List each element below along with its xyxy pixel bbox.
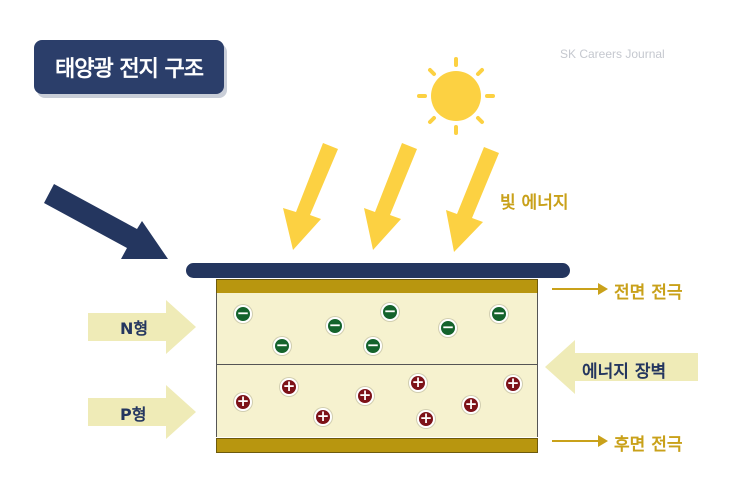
light-arrow-2 (364, 143, 417, 250)
electron-icon: − (364, 337, 382, 355)
hole-icon: + (280, 378, 298, 396)
back-electrode-layer (216, 438, 538, 453)
electron-icon: − (273, 337, 291, 355)
light-arrow-3 (446, 147, 499, 252)
light-energy-label: 빛 에너지 (500, 193, 569, 213)
anti-reflection-arrow (44, 184, 168, 259)
back-electrode-pointer (552, 440, 598, 442)
hole-icon: + (417, 410, 435, 428)
energy-barrier-label: 에너지 장벽 (582, 362, 667, 382)
p-type-layer (216, 365, 538, 437)
hole-icon: + (462, 396, 480, 414)
p-type-arrow (88, 385, 196, 439)
sun-icon (417, 57, 495, 135)
electron-icon: − (326, 317, 344, 335)
n-type-label: N형 (120, 319, 149, 338)
front-electrode-pointer (552, 288, 598, 290)
back-electrode-label: 후면 전극 (614, 435, 683, 455)
watermark: SK Careers Journal (560, 47, 665, 61)
electron-icon: − (490, 305, 508, 323)
diagram-title: 태양광 전지 구조 (34, 40, 224, 94)
p-type-label: P형 (120, 405, 147, 424)
hole-icon: + (356, 387, 374, 405)
hole-icon: + (409, 374, 427, 392)
anti-reflection-layer (186, 263, 570, 278)
front-electrode-layer (216, 279, 538, 294)
light-arrows (283, 143, 499, 252)
arrow-right-icon (598, 435, 608, 447)
title-text: 태양광 전지 구조 (55, 57, 204, 82)
electron-icon: − (381, 303, 399, 321)
electron-icon: − (439, 319, 457, 337)
hole-icon: + (504, 375, 522, 393)
arrow-right-icon (598, 283, 608, 295)
light-arrow-1 (283, 143, 338, 250)
electron-icon: − (234, 305, 252, 323)
n-type-arrow (88, 300, 196, 354)
hole-icon: + (314, 408, 332, 426)
energy-barrier-arrow (545, 340, 698, 394)
n-type-layer (216, 293, 538, 365)
front-electrode-label: 전면 전극 (614, 283, 683, 303)
hole-icon: + (234, 393, 252, 411)
